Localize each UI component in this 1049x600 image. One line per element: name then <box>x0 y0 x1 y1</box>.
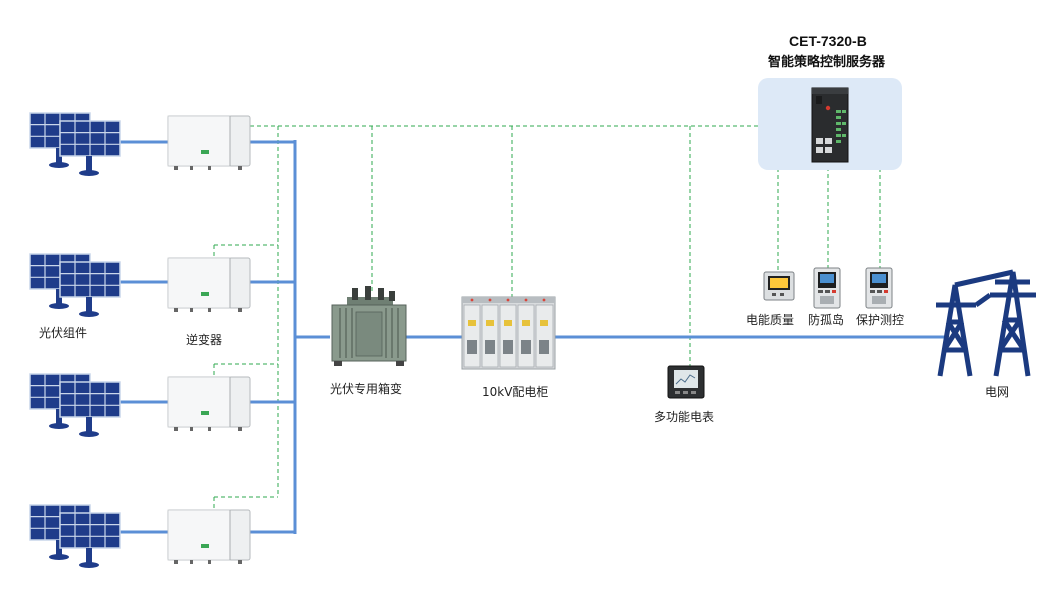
transformer-icon <box>331 286 407 366</box>
switchgear-label: 10kV配电柜 <box>482 385 549 399</box>
protection-label: 保护测控 <box>856 313 905 327</box>
meter-icon <box>667 365 705 399</box>
protection-device-icon <box>865 267 893 309</box>
grid-label: 电网 <box>985 385 1010 399</box>
power-quality-device-icon <box>763 271 795 301</box>
server-name-title: 智能策略控制服务器 <box>768 55 886 70</box>
meter-label: 多功能电表 <box>654 410 715 424</box>
anti-islanding-label: 防孤岛 <box>808 313 845 327</box>
power-quality-label: 电能质量 <box>746 313 795 327</box>
switchgear-icon <box>461 296 556 370</box>
pv-module-label: 光伏组件 <box>39 326 88 340</box>
server-model-title: CET-7320-B <box>789 33 867 49</box>
transformer-label: 光伏专用箱变 <box>330 382 403 396</box>
inverter-label: 逆变器 <box>186 333 223 347</box>
server-icon <box>758 78 902 170</box>
power-lines <box>118 140 945 534</box>
anti-islanding-device-icon <box>813 267 841 309</box>
transmission-tower-icon <box>936 269 1036 377</box>
